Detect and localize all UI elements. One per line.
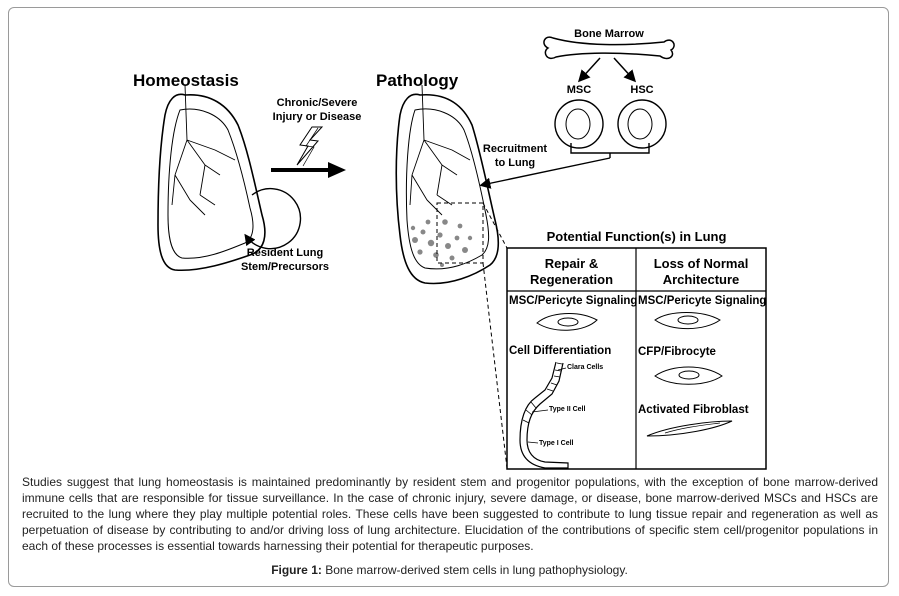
pericyte-cell-left bbox=[536, 313, 598, 331]
injury-label: Chronic/Severe Injury or Disease bbox=[272, 96, 362, 124]
resident-label-line2: Stem/Precursors bbox=[240, 261, 330, 273]
hsc-label: HSC bbox=[630, 84, 654, 96]
type-i-cell-label: Type I Cell bbox=[539, 440, 574, 447]
loss-header-line2: Architecture bbox=[662, 272, 740, 287]
left-item-differentiation: Cell Differentiation bbox=[509, 345, 612, 357]
loss-header: Loss of Normal Architecture bbox=[636, 256, 766, 288]
type-ii-cell-label: Type II Cell bbox=[549, 406, 586, 413]
bone-marrow-label: Bone Marrow bbox=[574, 28, 644, 40]
resident-label: Resident Lung Stem/Precursors bbox=[240, 246, 330, 274]
left-item-pericyte: MSC/Pericyte Signaling bbox=[509, 295, 638, 307]
msc-cell bbox=[554, 99, 604, 149]
fibrocyte-cell bbox=[654, 366, 723, 385]
repair-header: Repair & Regeneration bbox=[507, 256, 636, 288]
figure-caption: Figure 1: Bone marrow-derived stem cells… bbox=[0, 563, 899, 577]
repair-header-line2: Regeneration bbox=[529, 272, 614, 287]
repair-header-line1: Repair & bbox=[544, 256, 599, 271]
recruitment-label-line2: to Lung bbox=[494, 157, 536, 169]
figure-caption-text: Bone marrow-derived stem cells in lung p… bbox=[321, 563, 628, 577]
transition-arrow bbox=[271, 162, 346, 178]
bone-icon bbox=[543, 36, 675, 60]
self-renewal-loop bbox=[244, 188, 302, 250]
figure-frame bbox=[8, 7, 889, 587]
resident-label-line1: Resident Lung bbox=[246, 247, 324, 259]
bone-marrow-arrows bbox=[577, 57, 637, 83]
recruitment-arrow bbox=[479, 143, 650, 189]
lightning-icon bbox=[296, 126, 324, 167]
airway-diagram bbox=[519, 361, 569, 469]
pathology-lung bbox=[395, 84, 500, 285]
right-item-fibrocyte: CFP/Fibrocyte bbox=[638, 346, 716, 358]
loss-header-line1: Loss of Normal bbox=[653, 256, 749, 271]
activated-fibroblast-cell bbox=[646, 420, 733, 437]
injury-label-line2: Injury or Disease bbox=[272, 111, 362, 123]
homeostasis-title: Homeostasis bbox=[133, 71, 239, 90]
recruitment-label-line1: Recruitment bbox=[482, 143, 548, 155]
right-item-pericyte: MSC/Pericyte Signaling bbox=[638, 295, 767, 307]
msc-label: MSC bbox=[566, 84, 592, 96]
clara-cells-label: Clara Cells bbox=[567, 364, 604, 371]
pathology-title: Pathology bbox=[376, 71, 459, 90]
recruitment-label: Recruitment to Lung bbox=[480, 142, 550, 170]
figure-description: Studies suggest that lung homeostasis is… bbox=[22, 475, 878, 553]
injury-region bbox=[410, 219, 473, 267]
hsc-cell bbox=[617, 99, 667, 149]
injury-label-line1: Chronic/Severe bbox=[276, 97, 358, 109]
right-item-fibroblast: Activated Fibroblast bbox=[638, 404, 749, 416]
function-panel bbox=[506, 247, 767, 470]
panel-title: Potential Function(s) in Lung bbox=[546, 229, 727, 244]
figure-label: Figure 1: bbox=[271, 563, 322, 577]
homeostasis-lung bbox=[157, 84, 266, 272]
zoom-indicator bbox=[436, 202, 508, 469]
pericyte-cell-right bbox=[654, 312, 721, 330]
